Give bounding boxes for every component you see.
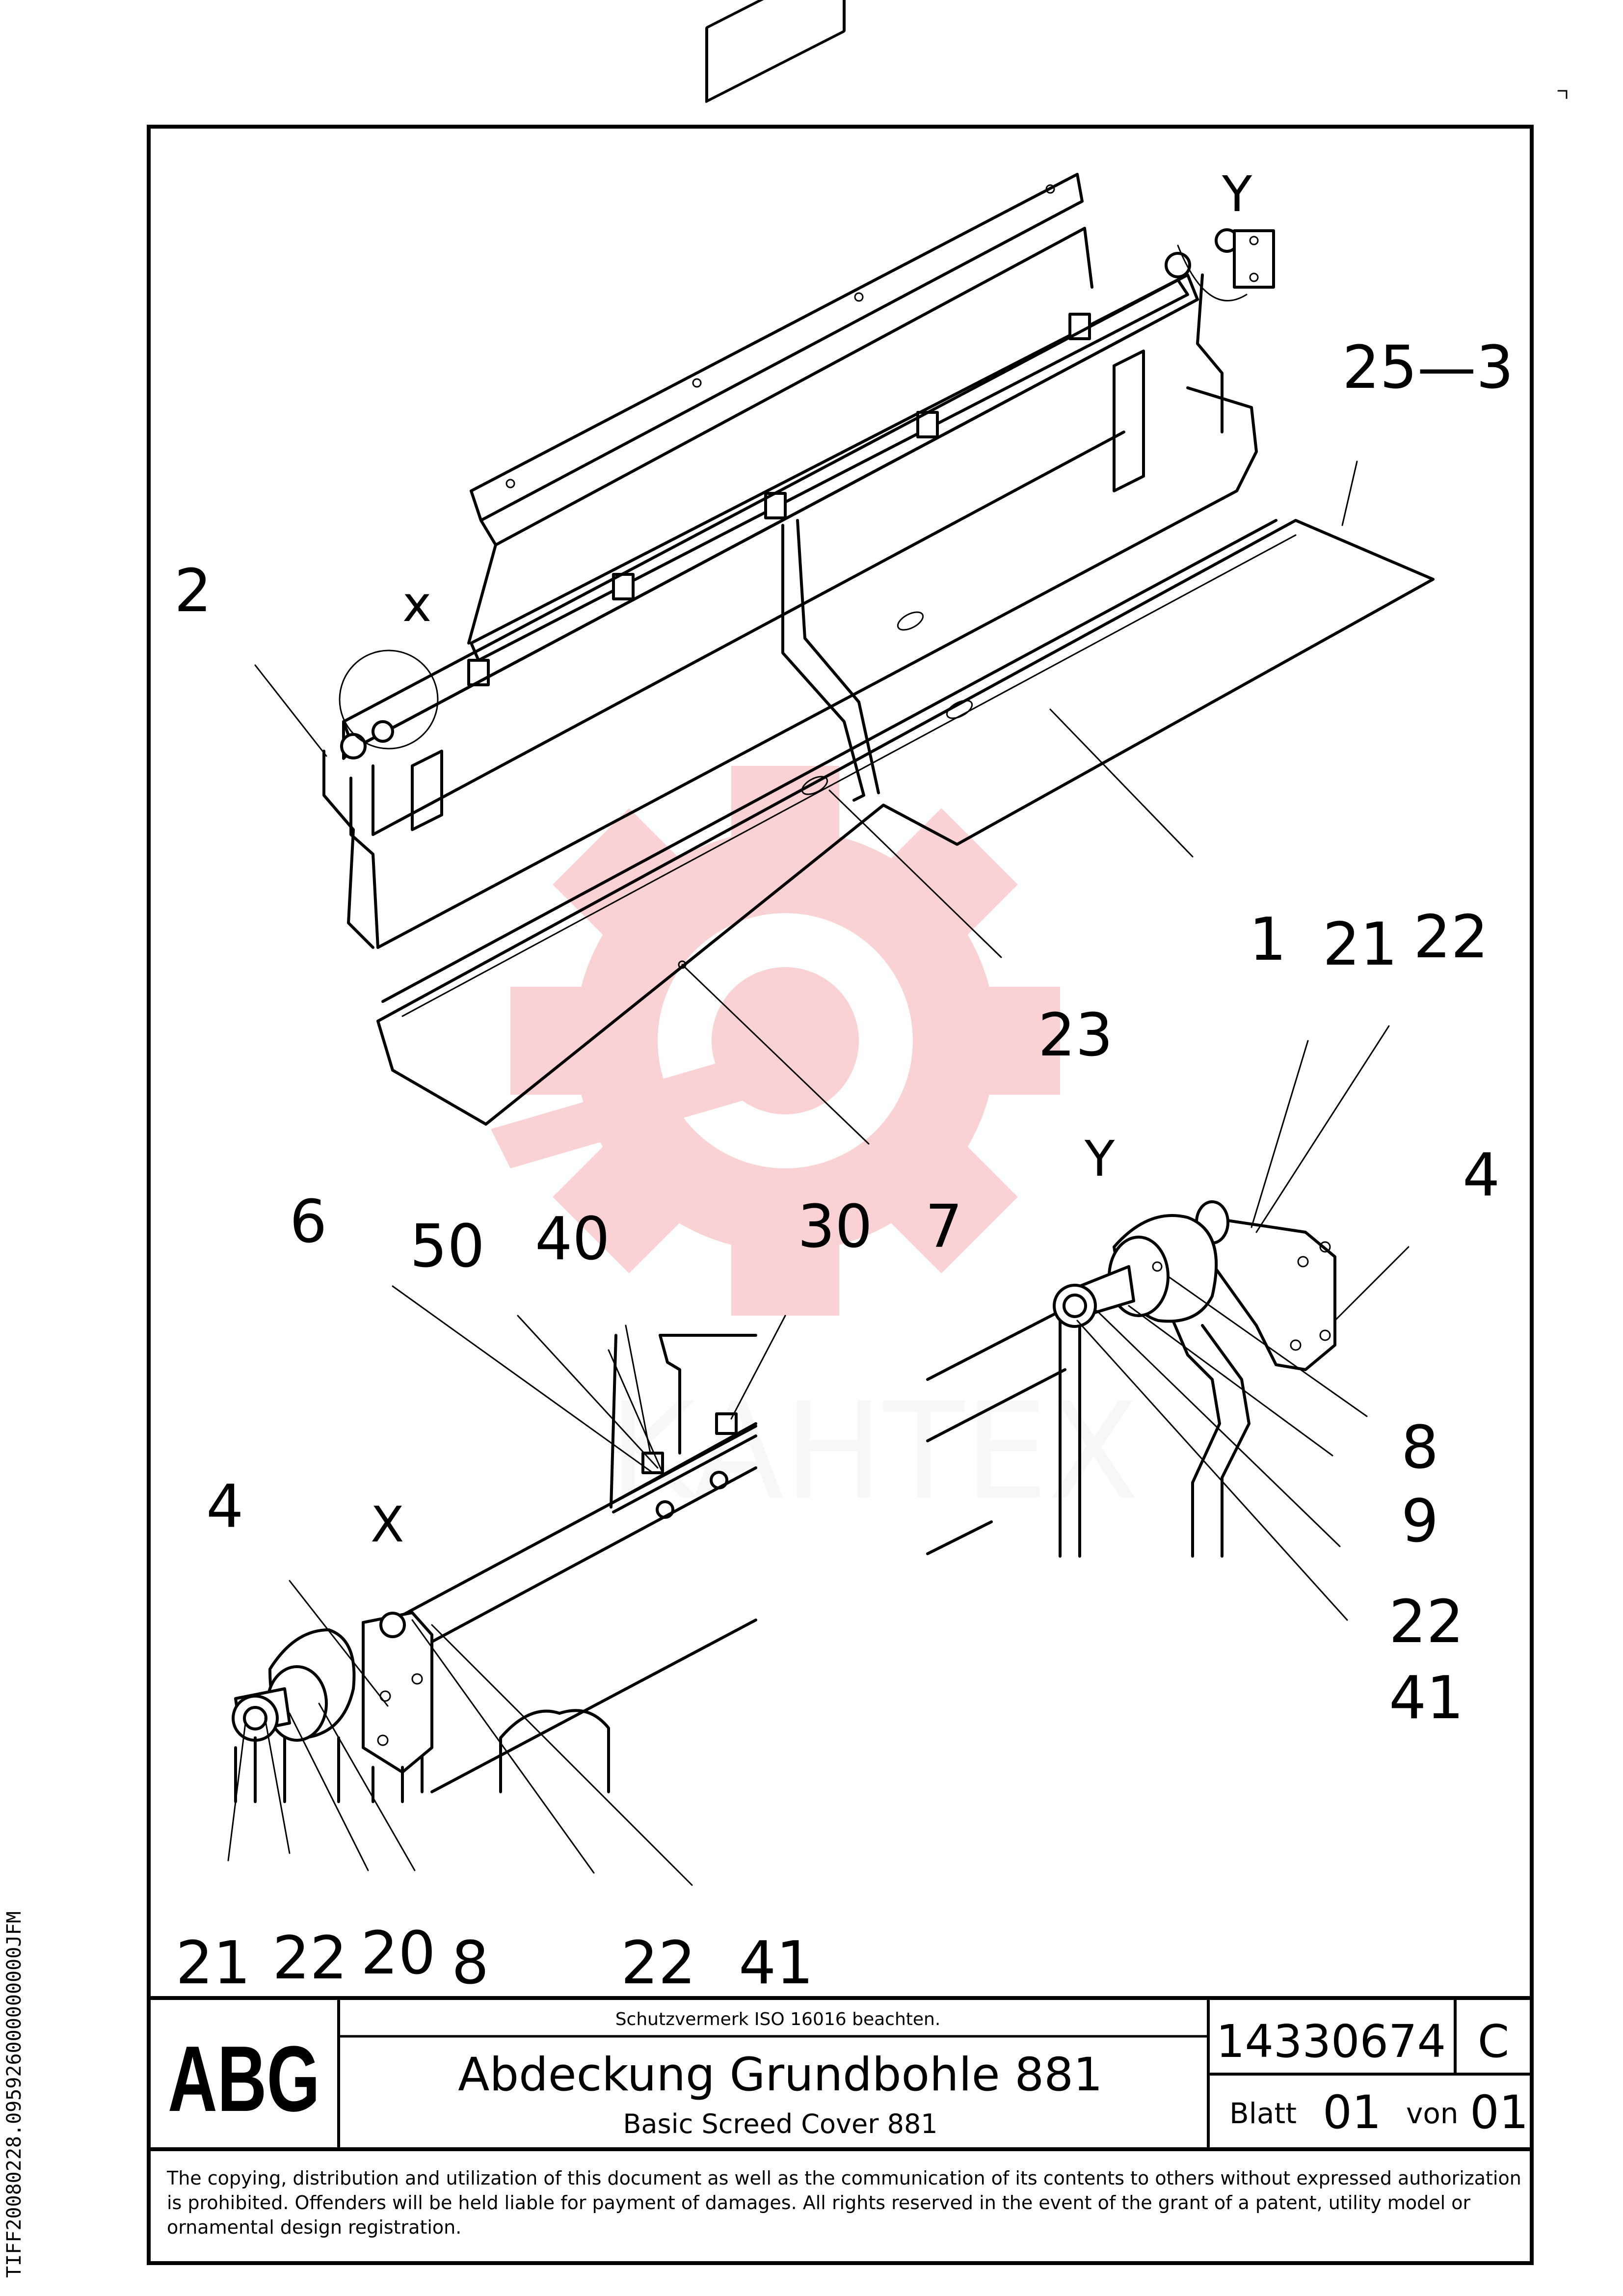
callout-8-right: 8: [1401, 1414, 1438, 1482]
callout-40: 40: [535, 1205, 610, 1273]
callout-30: 30: [798, 1193, 873, 1261]
sheet-total: 01: [1470, 2086, 1529, 2139]
revision-letter: C: [1478, 2015, 1509, 2068]
drawing-frame: [147, 125, 1534, 2265]
callout-22-bottom: 22: [272, 1924, 347, 1993]
callout-25-3: 25—3: [1342, 334, 1514, 402]
callout-4: 4: [1463, 1141, 1500, 1210]
detail-view-x: [227, 1425, 757, 1886]
detail-letter-y: Y: [1084, 1130, 1115, 1188]
callout-22: 22: [1413, 903, 1489, 972]
callout-4-left: 4: [206, 1473, 243, 1541]
detail-letter-x-main: x: [402, 575, 431, 633]
document-number: 14330674: [1216, 2015, 1446, 2068]
callout-6: 6: [290, 1188, 327, 1256]
callout-8-bottom: 8: [452, 1929, 489, 1998]
callout-22-right: 22: [1389, 1588, 1464, 1656]
sheet-label: Blatt: [1229, 2097, 1297, 2130]
callout-7: 7: [925, 1193, 962, 1261]
title-en: Basic Screed Cover 881: [623, 2108, 937, 2139]
main-assembly-view: [254, 0, 1435, 1145]
detail-letter-y-main: Y: [1222, 165, 1252, 223]
side-file-code: TIFF20080228.095926000000000JFM: [3, 1911, 26, 2278]
watermark-text: KAHTEX: [609, 1374, 1139, 1529]
callout-41-right: 41: [1389, 1664, 1464, 1732]
callout-41-bottom: 41: [739, 1929, 814, 1998]
sheet-number: 01: [1323, 2086, 1382, 2139]
detail-letter-x: X: [371, 1496, 404, 1553]
watermark-logo: KAHTEX: [491, 766, 1139, 1529]
of-label: von: [1406, 2097, 1459, 2130]
abg-logo: ABG: [168, 2027, 320, 2131]
protection-note: Schutzvermerk ISO 16016 beachten.: [615, 2009, 941, 2029]
callout-21-bottom: 21: [176, 1929, 251, 1998]
detail-view-y: [926, 1025, 1410, 1621]
callout-50: 50: [410, 1213, 485, 1281]
title-de: Abdeckung Grundbohle 881: [458, 2048, 1103, 2102]
callout-22b-bottom: 22: [621, 1929, 696, 1998]
copyright-line-2: is prohibited. Offenders will be held li…: [167, 2192, 1471, 2214]
callout-9-right: 9: [1401, 1487, 1438, 1556]
callout-1: 1: [1249, 906, 1286, 974]
callout-21: 21: [1323, 911, 1398, 979]
callout-2: 2: [174, 557, 212, 625]
callout-23: 23: [1038, 1001, 1113, 1070]
callout-20-bottom: 20: [361, 1919, 436, 1988]
title-block: [149, 1996, 1532, 2151]
copyright-line-1: The copying, distribution and utilizatio…: [166, 2167, 1521, 2189]
corner-mark: [1557, 90, 1568, 99]
copyright-line-3: ornamental design registration.: [167, 2216, 461, 2238]
